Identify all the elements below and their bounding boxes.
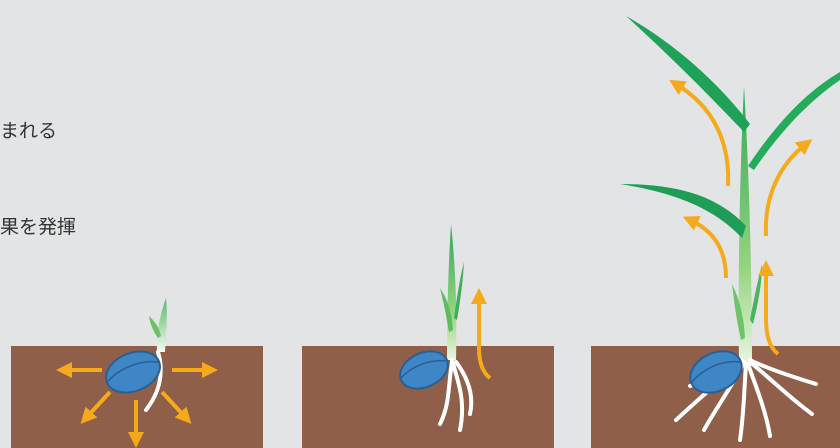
arrow-base-right <box>766 268 778 354</box>
stage-mature-plant <box>591 16 840 448</box>
leaf-base-right <box>750 264 762 324</box>
leaf-left-lower <box>620 184 746 238</box>
stage-seedling <box>302 224 554 448</box>
shoot-2 <box>447 224 456 360</box>
sprout-1 <box>157 298 167 352</box>
leaf-top-left <box>626 16 750 132</box>
arrow-right-upper <box>766 144 806 236</box>
stage-germination <box>11 298 263 448</box>
arrow-left-lower <box>690 220 726 278</box>
